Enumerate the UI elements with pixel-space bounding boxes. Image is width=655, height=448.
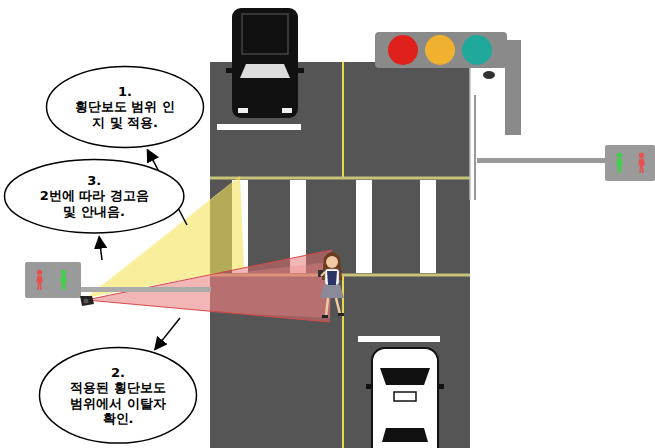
road-part — [469, 62, 471, 200]
crosswalk-stripes-part — [356, 180, 372, 273]
ellipse-shape — [47, 67, 204, 148]
road-part — [342, 275, 344, 448]
pedestrian-signal-left-part — [80, 296, 94, 306]
pedestrian-girl-part — [327, 271, 337, 285]
pedestrian-signal-left-part — [81, 287, 211, 292]
pedestrian-signal-left-part — [60, 270, 67, 290]
ellipse-shape — [5, 159, 184, 232]
pedestrian-girl-part — [320, 285, 344, 298]
traffic-light-part — [388, 35, 418, 65]
callout-label: 횡단보도 범위 인지 및 적용. — [73, 99, 177, 130]
traffic-light-part — [483, 71, 495, 79]
taxi-car — [366, 348, 444, 448]
pedestrian-signal-right-part — [605, 145, 655, 181]
road-part — [358, 336, 440, 342]
callout-text: 2.적용된 횡단보도 범위에서 이탈자 확인. — [66, 365, 170, 427]
pedestrian-signal-left-part — [36, 270, 43, 290]
pedestrian-girl-part — [325, 269, 339, 285]
detection-beams-part — [86, 300, 330, 322]
traffic-light-part — [425, 35, 455, 65]
traffic-light — [375, 32, 521, 135]
pickup-truck-part — [242, 14, 288, 54]
pedestrian-signal-left-part — [25, 262, 81, 298]
callout-ellipse: 3.2번에 따라 경고음 및 안내음. — [3, 158, 185, 234]
callout-number: 2. — [66, 365, 170, 381]
callout-text: 3.2번에 따라 경고음 및 안내음. — [34, 173, 154, 220]
pedestrian-girl-part — [336, 298, 340, 314]
pedestrian-signal-right — [475, 95, 655, 200]
detection-beams-part — [210, 262, 330, 318]
pickup-truck-part — [226, 68, 233, 73]
detection-beams-part — [86, 250, 332, 322]
pickup-truck-part — [232, 8, 298, 118]
pickup-truck — [226, 8, 304, 118]
taxi-car-part — [366, 384, 373, 389]
callout-text: 1.횡단보도 범위 인지 및 적용. — [73, 84, 177, 131]
pedestrian-girl-part — [322, 315, 328, 318]
pedestrian-girl-part — [338, 313, 344, 316]
crosswalk-stripes — [232, 180, 436, 273]
pedestrian-signal-left — [25, 262, 211, 306]
traffic-light-part — [375, 32, 507, 68]
taxi-car-part — [380, 368, 430, 385]
pedestrian-signal-right-part — [477, 158, 605, 163]
pickup-truck-part — [238, 108, 248, 113]
callout-ellipse: 1.횡단보도 범위 인지 및 적용. — [45, 65, 205, 149]
pedestrian-girl-part — [326, 256, 338, 268]
pedestrian-girl — [318, 252, 344, 318]
pedestrian-signal-right-part — [638, 153, 645, 173]
ellipse-shape — [40, 348, 197, 444]
detection-beams-part — [86, 250, 332, 300]
taxi-car-part — [394, 392, 416, 401]
road-part — [210, 177, 470, 180]
leader-arrow — [99, 237, 102, 260]
taxi-car-part — [382, 428, 428, 442]
pedestrian-girl-part — [321, 272, 325, 276]
road-part — [342, 62, 344, 178]
callout-label: 적용된 횡단보도 범위에서 이탈자 확인. — [66, 380, 170, 427]
pedestrian-girl-part — [326, 298, 328, 316]
pickup-truck-part — [240, 64, 290, 78]
callout-number: 3. — [34, 173, 154, 189]
pedestrian-signal-right-part — [474, 95, 476, 200]
road-part — [217, 124, 301, 130]
pedestrian-signal-left-part — [84, 299, 89, 304]
leader-arrow — [155, 318, 180, 350]
callout-ellipse: 2.적용된 횡단보도 범위에서 이탈자 확인. — [38, 346, 198, 445]
pickup-truck-part — [297, 68, 304, 73]
taxi-car-part — [437, 384, 444, 389]
traffic-light-part — [505, 40, 521, 135]
crosswalk-stripes-part — [420, 180, 436, 273]
pedestrian-signal-right-part — [616, 153, 623, 173]
callout-number: 1. — [73, 84, 177, 100]
callout-label: 2번에 따라 경고음 및 안내음. — [34, 188, 154, 219]
traffic-light-part — [462, 35, 492, 65]
taxi-car-part — [372, 348, 438, 448]
pickup-truck-part — [282, 108, 292, 113]
